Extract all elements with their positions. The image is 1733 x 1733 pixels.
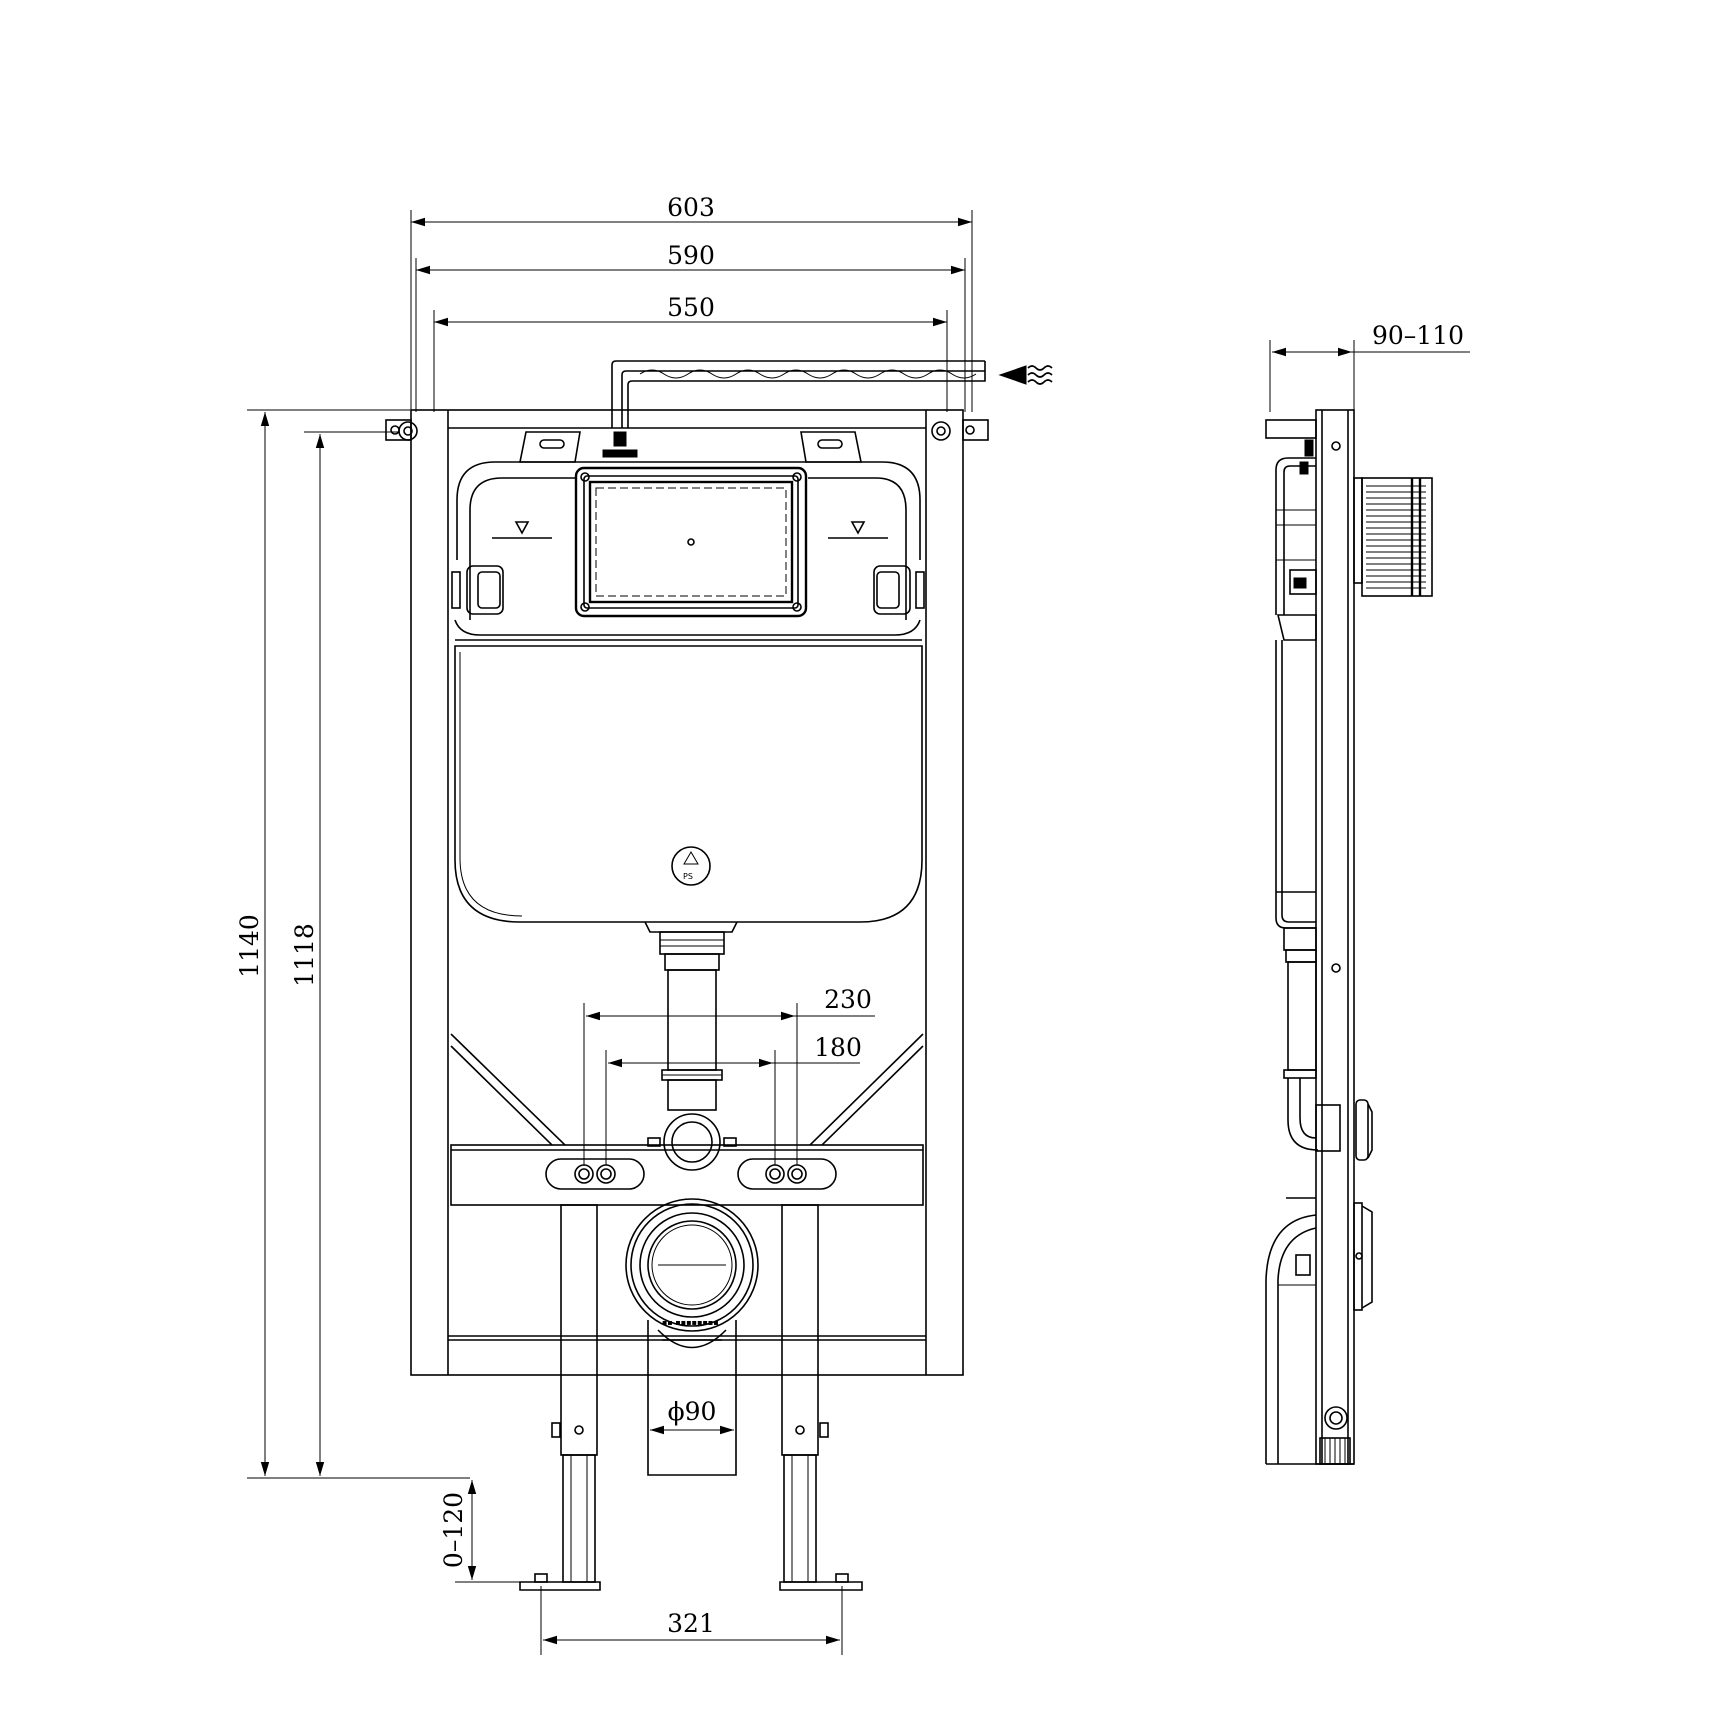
svg-text:▪▪ ▪▪▪▪▪▪▪▪: ▪▪ ▪▪▪▪▪▪▪▪: [662, 1318, 719, 1327]
dim-foot-spacing: 321: [667, 1609, 715, 1638]
side-connections: [1353, 477, 1433, 1311]
dim-frame-height: 1118: [290, 923, 319, 987]
dim-depth: 90–110: [1372, 321, 1464, 350]
support-legs: [519, 1204, 863, 1591]
cross-bar: [450, 1144, 924, 1206]
material-mark: PS: [683, 872, 693, 881]
water-level-mark-icon: [828, 521, 888, 539]
dim-leg-adjustment: 0–120: [439, 1492, 468, 1568]
dim-drain-diameter: ϕ90: [668, 1397, 717, 1426]
inspection-opening: [574, 466, 808, 618]
dim-total-height: 1140: [235, 914, 264, 978]
water-inlet-pipe: [611, 360, 986, 428]
water-level-mark-icon: [492, 521, 552, 539]
dim-frame-width: 590: [667, 241, 715, 270]
side-view: 90–110: [1265, 321, 1470, 1465]
flush-pipe: [644, 921, 738, 1171]
drain-connection: ▪▪ ▪▪▪▪▪▪▪▪: [625, 1198, 759, 1476]
dimension-lines-side: 90–110: [1269, 321, 1470, 412]
front-view: PS: [235, 193, 1053, 1655]
cistern-tank: [454, 645, 923, 923]
dim-inner-width: 550: [667, 293, 715, 322]
side-drain: [1265, 1197, 1317, 1464]
water-inlet-arrow-icon: [998, 365, 1053, 385]
dim-overall-width: 603: [667, 193, 715, 222]
frame: [385, 409, 989, 1376]
side-cistern: [1275, 457, 1341, 1152]
dimension-lines-front: 603 590 550 1140 1118 230: [235, 193, 973, 1655]
dim-fixing-inner: 180: [814, 1033, 862, 1062]
diagonal-braces: [450, 1033, 924, 1146]
cistern-top: [451, 431, 925, 641]
side-frame: [1265, 409, 1355, 1465]
dim-fixing-outer: 230: [824, 985, 872, 1014]
recycle-icon: PS: [671, 846, 711, 886]
